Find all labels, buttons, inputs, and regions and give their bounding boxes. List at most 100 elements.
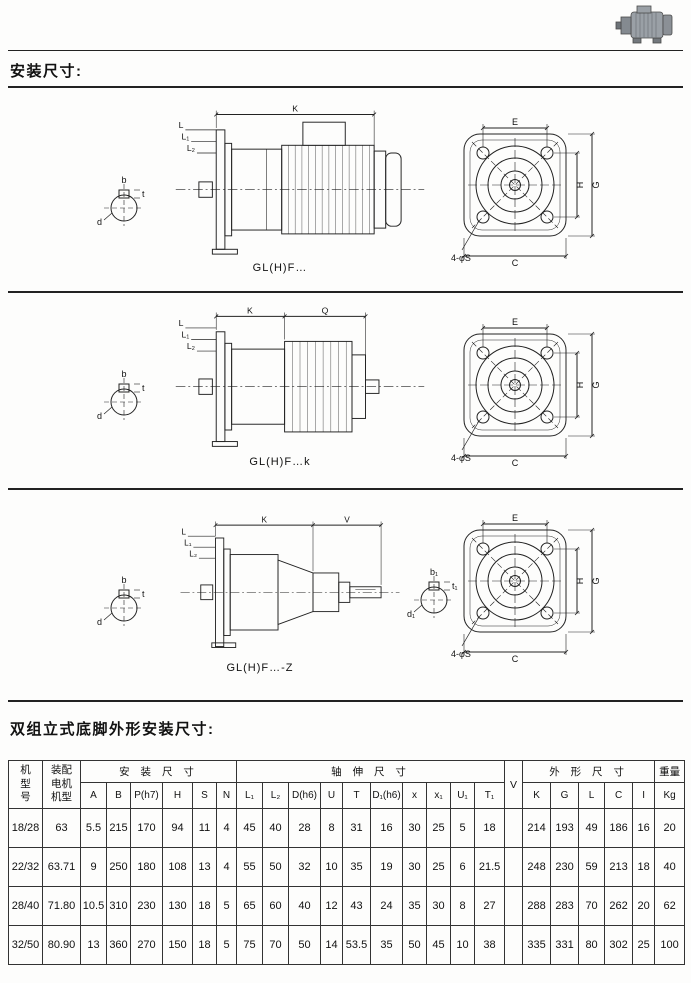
table-cell: 25 <box>426 847 452 887</box>
table-cell: 55 <box>236 847 264 887</box>
col-header: x₁ <box>426 782 452 809</box>
dim-label-e: E <box>512 117 518 127</box>
table-cell: 32/50 <box>8 925 43 965</box>
table-cell: 288 <box>522 886 552 926</box>
dim-label-l1: L₁ <box>182 330 190 340</box>
table-cell: 71.80 <box>42 886 81 926</box>
table-cell: 186 <box>604 808 634 848</box>
dim-label-c: C <box>512 258 519 268</box>
table-cell: 5 <box>450 808 476 848</box>
divider <box>8 291 683 293</box>
col-header: I <box>632 782 656 809</box>
group-header-install: 安 装 尺 寸 <box>79 760 238 783</box>
table-cell: 30 <box>402 847 428 887</box>
table-cell: 25 <box>632 925 656 965</box>
table-cell: 70 <box>262 925 290 965</box>
col-header: N <box>215 782 238 809</box>
table-cell: 30 <box>426 886 452 926</box>
table-cell: 60 <box>262 886 290 926</box>
dim-label-g: G <box>591 181 601 188</box>
dim-label-v: V <box>344 515 350 524</box>
table-cell: 283 <box>550 886 580 926</box>
section-title-install: 安装尺寸: <box>10 63 83 80</box>
dim-label-l1: L₁ <box>184 538 192 547</box>
col-header: G <box>550 782 580 809</box>
dim-label-b: b <box>121 575 126 585</box>
col-header: U <box>320 782 344 809</box>
table-cell: 16 <box>370 808 404 848</box>
dim-label-b: b <box>121 175 126 185</box>
table-cell: 13 <box>80 925 107 965</box>
table-cell: 18 <box>632 847 656 887</box>
table-cell: 5 <box>215 886 238 926</box>
table-cell: 213 <box>604 847 634 887</box>
table-cell: 108 <box>162 847 193 887</box>
group-header-shaft: 轴 伸 尺 寸 <box>236 760 506 783</box>
table-cell: 16 <box>632 808 656 848</box>
col-header: L₁ <box>236 782 264 809</box>
side-view-1: K L L₁ L₂ <box>175 104 425 255</box>
col-header-model: 机 型 号 <box>8 760 43 809</box>
table-cell: 100 <box>654 925 686 965</box>
flange-view-1: E H G C 4-φS <box>451 117 601 268</box>
table-cell: 12 <box>320 886 344 926</box>
table-cell: 10 <box>320 847 344 887</box>
table-cell: 18 <box>474 808 506 848</box>
dim-label-l: L <box>181 527 186 536</box>
table-cell: 5.5 <box>80 808 107 848</box>
table-cell: 4 <box>215 847 238 887</box>
table-cell: 28 <box>288 808 322 848</box>
dim-label-g: G <box>591 381 601 388</box>
table-cell: 30 <box>402 808 428 848</box>
table-cell <box>504 808 524 848</box>
dim-label-t1: t₁ <box>452 581 458 591</box>
dim-label-t: t <box>142 589 145 599</box>
dim-label-e: E <box>512 317 518 327</box>
col-header: S <box>192 782 217 809</box>
table-cell: 35 <box>402 886 428 926</box>
motor-photo <box>615 5 673 44</box>
table-cell: 38 <box>474 925 506 965</box>
dim-label-k: K <box>247 305 253 315</box>
table-cell: 215 <box>106 808 131 848</box>
col-header: D₁(h6) <box>370 782 404 809</box>
dim-label-c: C <box>512 458 519 468</box>
table-cell: 40 <box>288 886 322 926</box>
table-cell <box>504 886 524 926</box>
table-cell: 360 <box>106 925 131 965</box>
table-cell: 35 <box>342 847 372 887</box>
col-header: L₂ <box>262 782 290 809</box>
table-cell: 80 <box>578 925 606 965</box>
section-title-foot: 双组立式底脚外形安装尺寸: <box>10 721 215 738</box>
dim-label-h: H <box>575 182 585 189</box>
drawing-caption-1: GL(H)F… <box>252 262 308 274</box>
table-cell: 8 <box>450 886 476 926</box>
dim-label-c: C <box>512 654 519 664</box>
hole-note: 4-φS <box>451 453 471 463</box>
table-cell: 21.5 <box>474 847 506 887</box>
drawing-caption-2: GL(H)F…k <box>249 456 311 468</box>
table-cell: 170 <box>130 808 163 848</box>
keyway-detail-1: b t d <box>97 175 145 227</box>
table-cell: 22/32 <box>8 847 43 887</box>
keyway-detail-3: b t d <box>97 575 145 627</box>
table-cell: 63 <box>42 808 81 848</box>
dim-label-d1: d₁ <box>407 609 415 619</box>
table-cell: 130 <box>162 886 193 926</box>
table-cell: 24 <box>370 886 404 926</box>
dim-label-t: t <box>142 383 145 393</box>
table-cell: 20 <box>632 886 656 926</box>
col-header-motor: 装配 电机 机型 <box>42 760 81 809</box>
table-cell: 13 <box>192 847 217 887</box>
table-cell: 230 <box>550 847 580 887</box>
table-cell: 49 <box>578 808 606 848</box>
dim-label-e: E <box>512 513 518 523</box>
drawing-caption-3: GL(H)F…-Z <box>226 662 294 674</box>
dim-label-d: d <box>97 411 102 421</box>
spec-table: 机 型 号 装配 电机 机型 安 装 尺 寸 轴 伸 尺 寸 V 外 形 尺 寸… <box>8 760 686 965</box>
table-cell: 25 <box>426 808 452 848</box>
table-cell: 40 <box>654 847 686 887</box>
